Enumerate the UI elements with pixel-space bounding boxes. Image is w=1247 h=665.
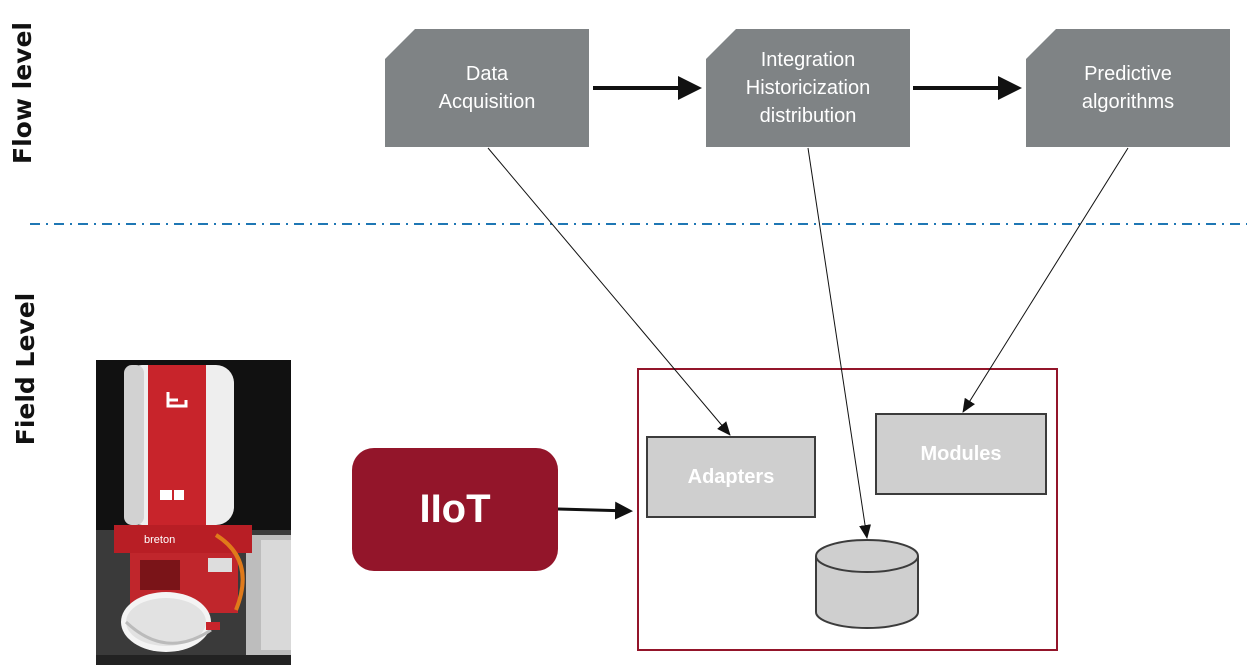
machine-brand-text: breton bbox=[144, 534, 175, 546]
adapters-label: Adapters bbox=[687, 465, 775, 488]
iiot-platform-container bbox=[637, 368, 1058, 651]
data-acquisition-box: Data Acquisition bbox=[385, 29, 589, 147]
modules-label: Modules bbox=[920, 442, 1002, 465]
modules-box: Modules bbox=[875, 413, 1047, 495]
machine-photo: breton bbox=[96, 360, 291, 665]
predictive-algorithms-label: Predictive algorithms bbox=[1081, 63, 1175, 113]
integration-box: Integration Historicization distribution bbox=[706, 29, 910, 147]
database-icon bbox=[815, 539, 919, 629]
mapping-arrow-predictive-to-modules bbox=[962, 147, 1129, 413]
iiot-to-platform-arrow bbox=[557, 501, 633, 520]
mapping-arrow-acq-to-adapters bbox=[487, 147, 731, 436]
iiot-label: IIoT bbox=[419, 487, 491, 531]
adapters-box: Adapters bbox=[646, 436, 816, 518]
integration-label: Integration Historicization distribution bbox=[745, 49, 871, 127]
mapping-arrow-integration-to-database bbox=[807, 147, 871, 539]
data-acquisition-label: Data Acquisition bbox=[438, 63, 536, 113]
predictive-algorithms-box: Predictive algorithms bbox=[1026, 29, 1230, 147]
iiot-box: IIoT bbox=[352, 448, 558, 571]
